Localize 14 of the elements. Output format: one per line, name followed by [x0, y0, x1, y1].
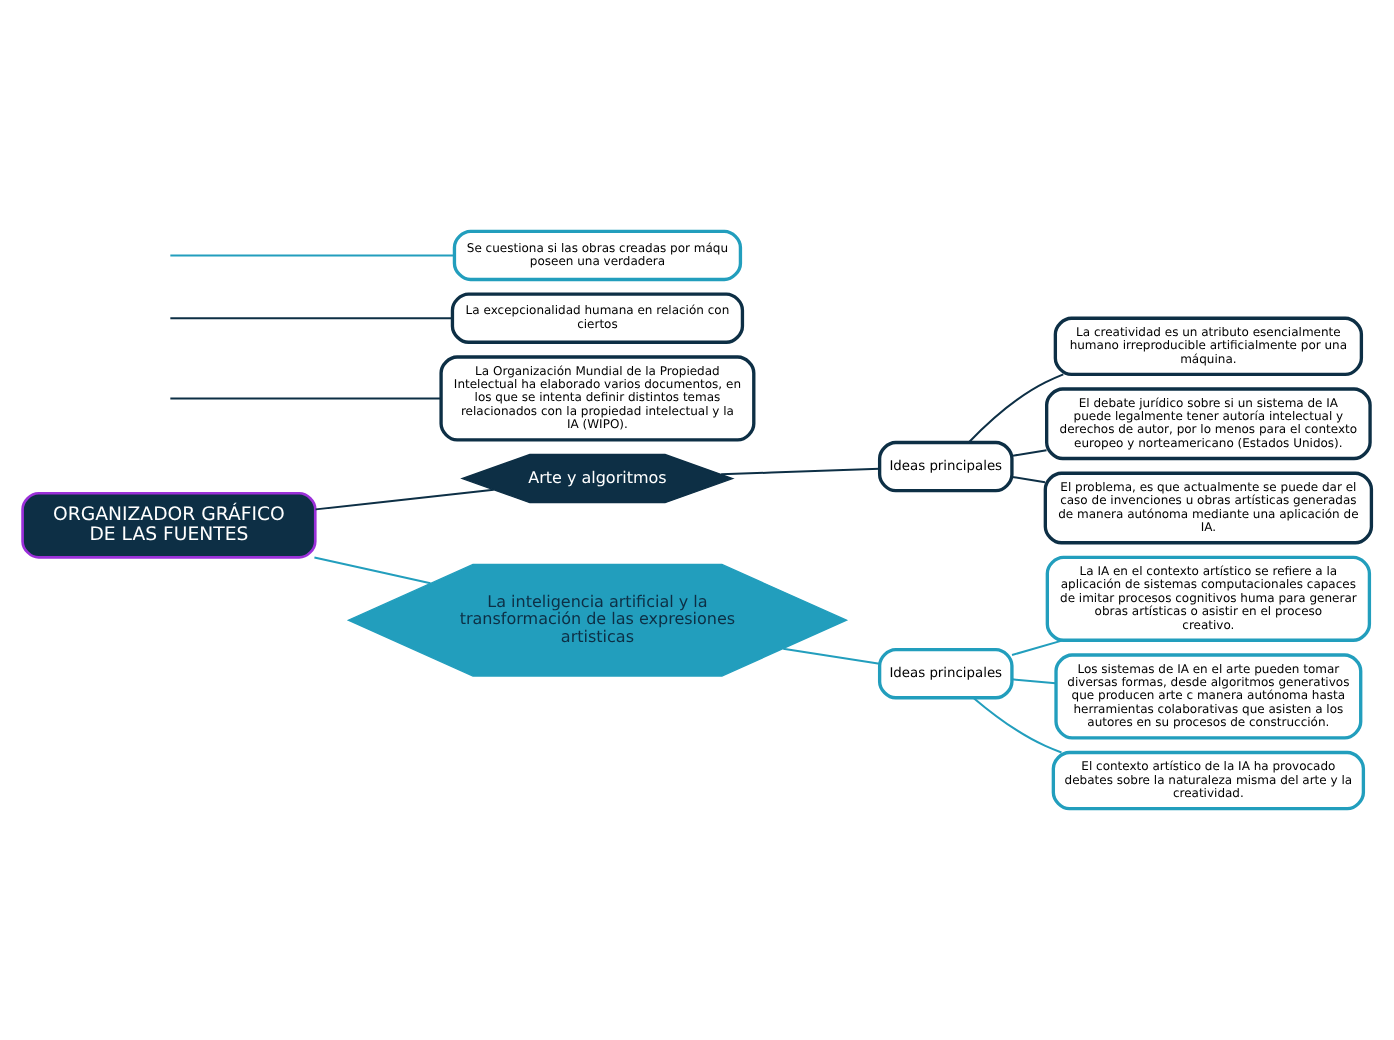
connector [1011, 475, 1046, 484]
connector [1011, 639, 1064, 656]
connector [169, 317, 453, 320]
connector [720, 467, 881, 476]
connector [169, 254, 456, 257]
connector [1011, 449, 1048, 457]
connector [169, 397, 442, 400]
connector [782, 647, 881, 665]
node-box: ORGANIZADOR GRÁFICO DE LAS FUENTES [21, 491, 317, 559]
connector [967, 373, 1065, 444]
connector [314, 488, 495, 511]
connector [972, 696, 1063, 754]
connector [313, 556, 432, 585]
connector [1011, 678, 1057, 685]
